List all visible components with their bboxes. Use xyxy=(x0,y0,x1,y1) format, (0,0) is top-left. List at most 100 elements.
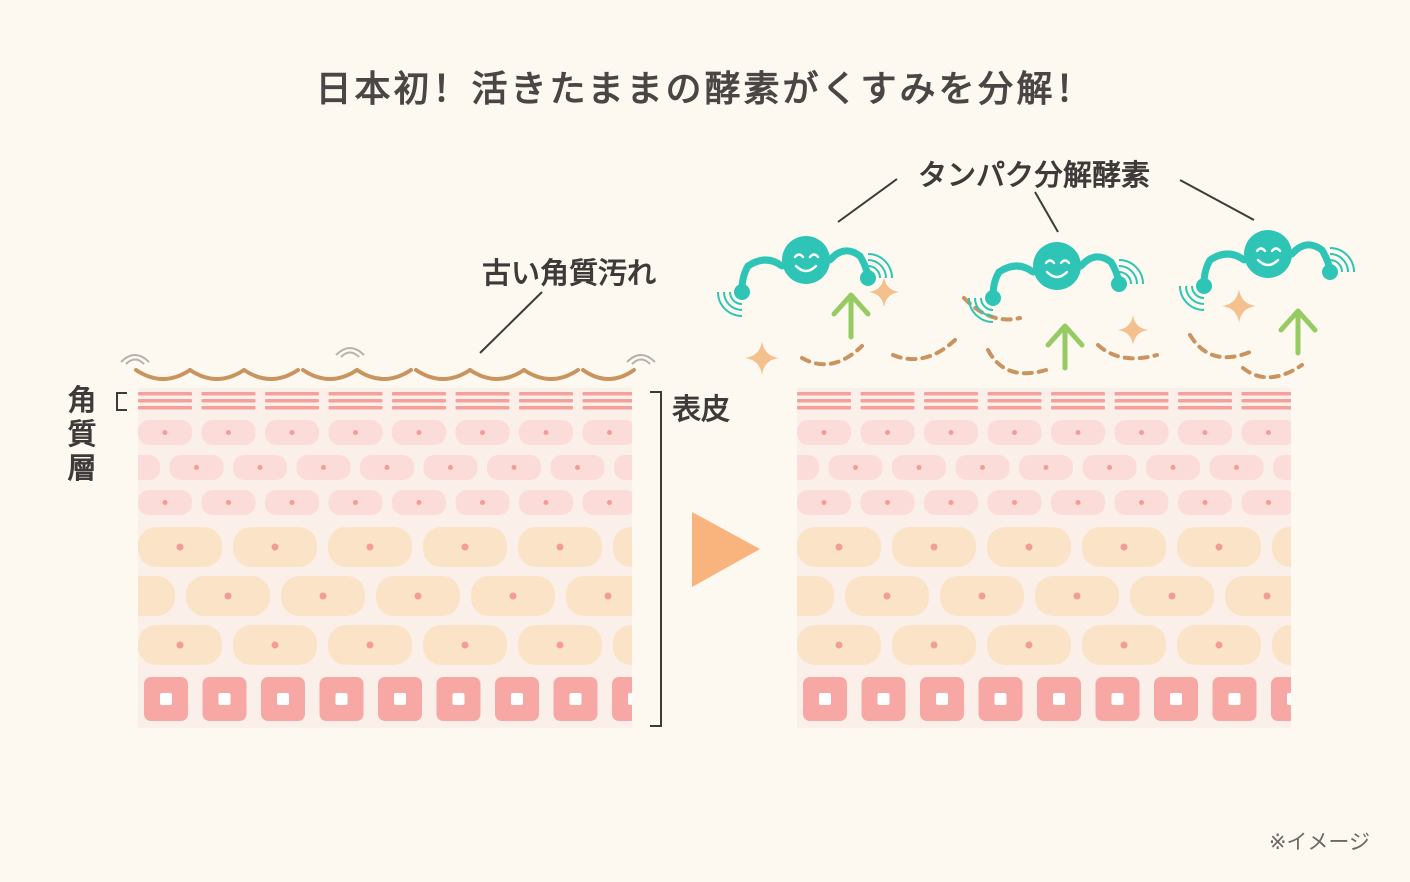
dirt-arc xyxy=(581,368,636,381)
stratum-line xyxy=(265,406,319,410)
peach-cell xyxy=(613,527,632,567)
dirt-wave-mark xyxy=(120,354,150,363)
cell-nucleus xyxy=(980,465,985,470)
cell-nucleus xyxy=(1263,592,1271,600)
cell-nucleus xyxy=(978,592,986,600)
stratum-line xyxy=(455,406,510,410)
stratum-bracket xyxy=(116,392,127,411)
cell-nucleus xyxy=(194,465,199,470)
enzyme-body xyxy=(1033,242,1081,290)
peach-cell xyxy=(0,576,80,616)
cell-nucleus xyxy=(99,430,104,435)
cell-nucleus xyxy=(226,430,231,435)
cell-nucleus xyxy=(652,642,659,649)
cell-nucleus xyxy=(289,430,295,435)
dirt-wave-mark xyxy=(340,351,360,358)
enzyme-wave xyxy=(1329,247,1355,273)
up-arrow-icon xyxy=(1278,308,1318,356)
cell-nucleus xyxy=(821,500,827,505)
cell-nucleus xyxy=(1075,430,1081,435)
peach-cell xyxy=(702,625,786,665)
pink-cell xyxy=(75,420,129,445)
stratum-line xyxy=(138,399,192,403)
stratum-line xyxy=(797,399,851,403)
peach-cell xyxy=(1367,527,1410,567)
up-arrow-stroke xyxy=(1278,308,1318,356)
stratum-line xyxy=(392,406,446,410)
cell-nucleus xyxy=(853,465,858,470)
enzyme-wave xyxy=(968,297,994,323)
pink-cell xyxy=(1305,420,1359,445)
cell-nucleus xyxy=(1234,465,1239,470)
stratum-line xyxy=(1114,392,1169,396)
enzyme-tip xyxy=(860,270,876,286)
cell-nucleus xyxy=(176,641,184,649)
enzyme-eye xyxy=(1270,247,1282,253)
dirt-arc xyxy=(522,368,580,381)
cell-nucleus xyxy=(321,465,326,470)
stratum-line xyxy=(519,406,573,410)
stratum-line xyxy=(924,406,978,410)
cell-nucleus xyxy=(652,544,659,551)
cell-nucleus xyxy=(416,430,422,435)
stratum-line xyxy=(392,392,446,396)
sparkle-icon xyxy=(1117,314,1149,346)
cell-nucleus xyxy=(741,642,748,649)
peach-cell xyxy=(1320,576,1404,616)
enzyme-arm xyxy=(989,262,1037,300)
peach-cell xyxy=(1225,576,1291,616)
peach-cell xyxy=(1272,527,1291,567)
cell-nucleus xyxy=(1025,641,1033,649)
cell-nucleus xyxy=(1330,500,1335,505)
cell-nucleus xyxy=(1215,543,1223,551)
stratum-line xyxy=(924,392,978,396)
enzyme-arm xyxy=(1077,253,1123,286)
cell-nucleus xyxy=(1073,592,1081,600)
basal-nucleus xyxy=(1170,693,1182,705)
cell-nucleus xyxy=(257,465,263,470)
cell-nucleus xyxy=(639,465,644,470)
enzyme-wave xyxy=(1329,253,1349,273)
dissolved-dirt xyxy=(800,296,1304,380)
dirt-wave-mark xyxy=(626,354,656,363)
cell-nucleus xyxy=(480,430,485,435)
stratum-line xyxy=(1178,399,1232,403)
enzyme-leader-line-3 xyxy=(1179,179,1255,221)
peach-cell xyxy=(797,576,834,616)
basal-nucleus xyxy=(1228,693,1241,705)
sparkle-icon xyxy=(1222,289,1256,323)
up-arrow-icon xyxy=(831,292,871,340)
cell-nucleus xyxy=(1359,593,1366,600)
cell-nucleus xyxy=(671,500,676,505)
dirt-wave-mark xyxy=(335,347,365,356)
pink-cell xyxy=(1273,455,1291,480)
epidermis-label: 表皮 xyxy=(672,392,731,426)
cell-nucleus xyxy=(790,465,795,470)
cell-nucleus xyxy=(1311,544,1318,551)
enzyme-wave xyxy=(729,291,743,305)
dirt-arc xyxy=(301,368,359,381)
basal-nucleus xyxy=(936,693,948,705)
enzyme-wave xyxy=(867,259,887,279)
dissolved-dirt-arc xyxy=(1241,363,1304,380)
cell-nucleus xyxy=(604,592,612,600)
cell-nucleus xyxy=(607,500,612,505)
sparkle-icon xyxy=(868,276,900,308)
pink-cell xyxy=(702,455,756,480)
cell-nucleus xyxy=(671,430,676,435)
stratum-line xyxy=(987,406,1042,410)
cell-nucleus xyxy=(366,543,374,551)
cell-nucleus xyxy=(35,593,42,600)
stratum-line xyxy=(328,399,383,403)
peach-cell xyxy=(138,576,175,616)
stratum-line xyxy=(455,399,510,403)
peach-cell xyxy=(43,527,127,567)
stratum-line xyxy=(797,406,851,410)
cell-nucleus xyxy=(789,593,796,600)
dirt-label: 古い角質汚れ xyxy=(482,256,657,290)
enzyme-wave xyxy=(1185,285,1205,305)
enzyme-effects xyxy=(717,230,1355,375)
basal-nucleus xyxy=(877,693,890,705)
cell-nucleus xyxy=(1266,430,1271,435)
enzyme-arm xyxy=(826,247,872,280)
